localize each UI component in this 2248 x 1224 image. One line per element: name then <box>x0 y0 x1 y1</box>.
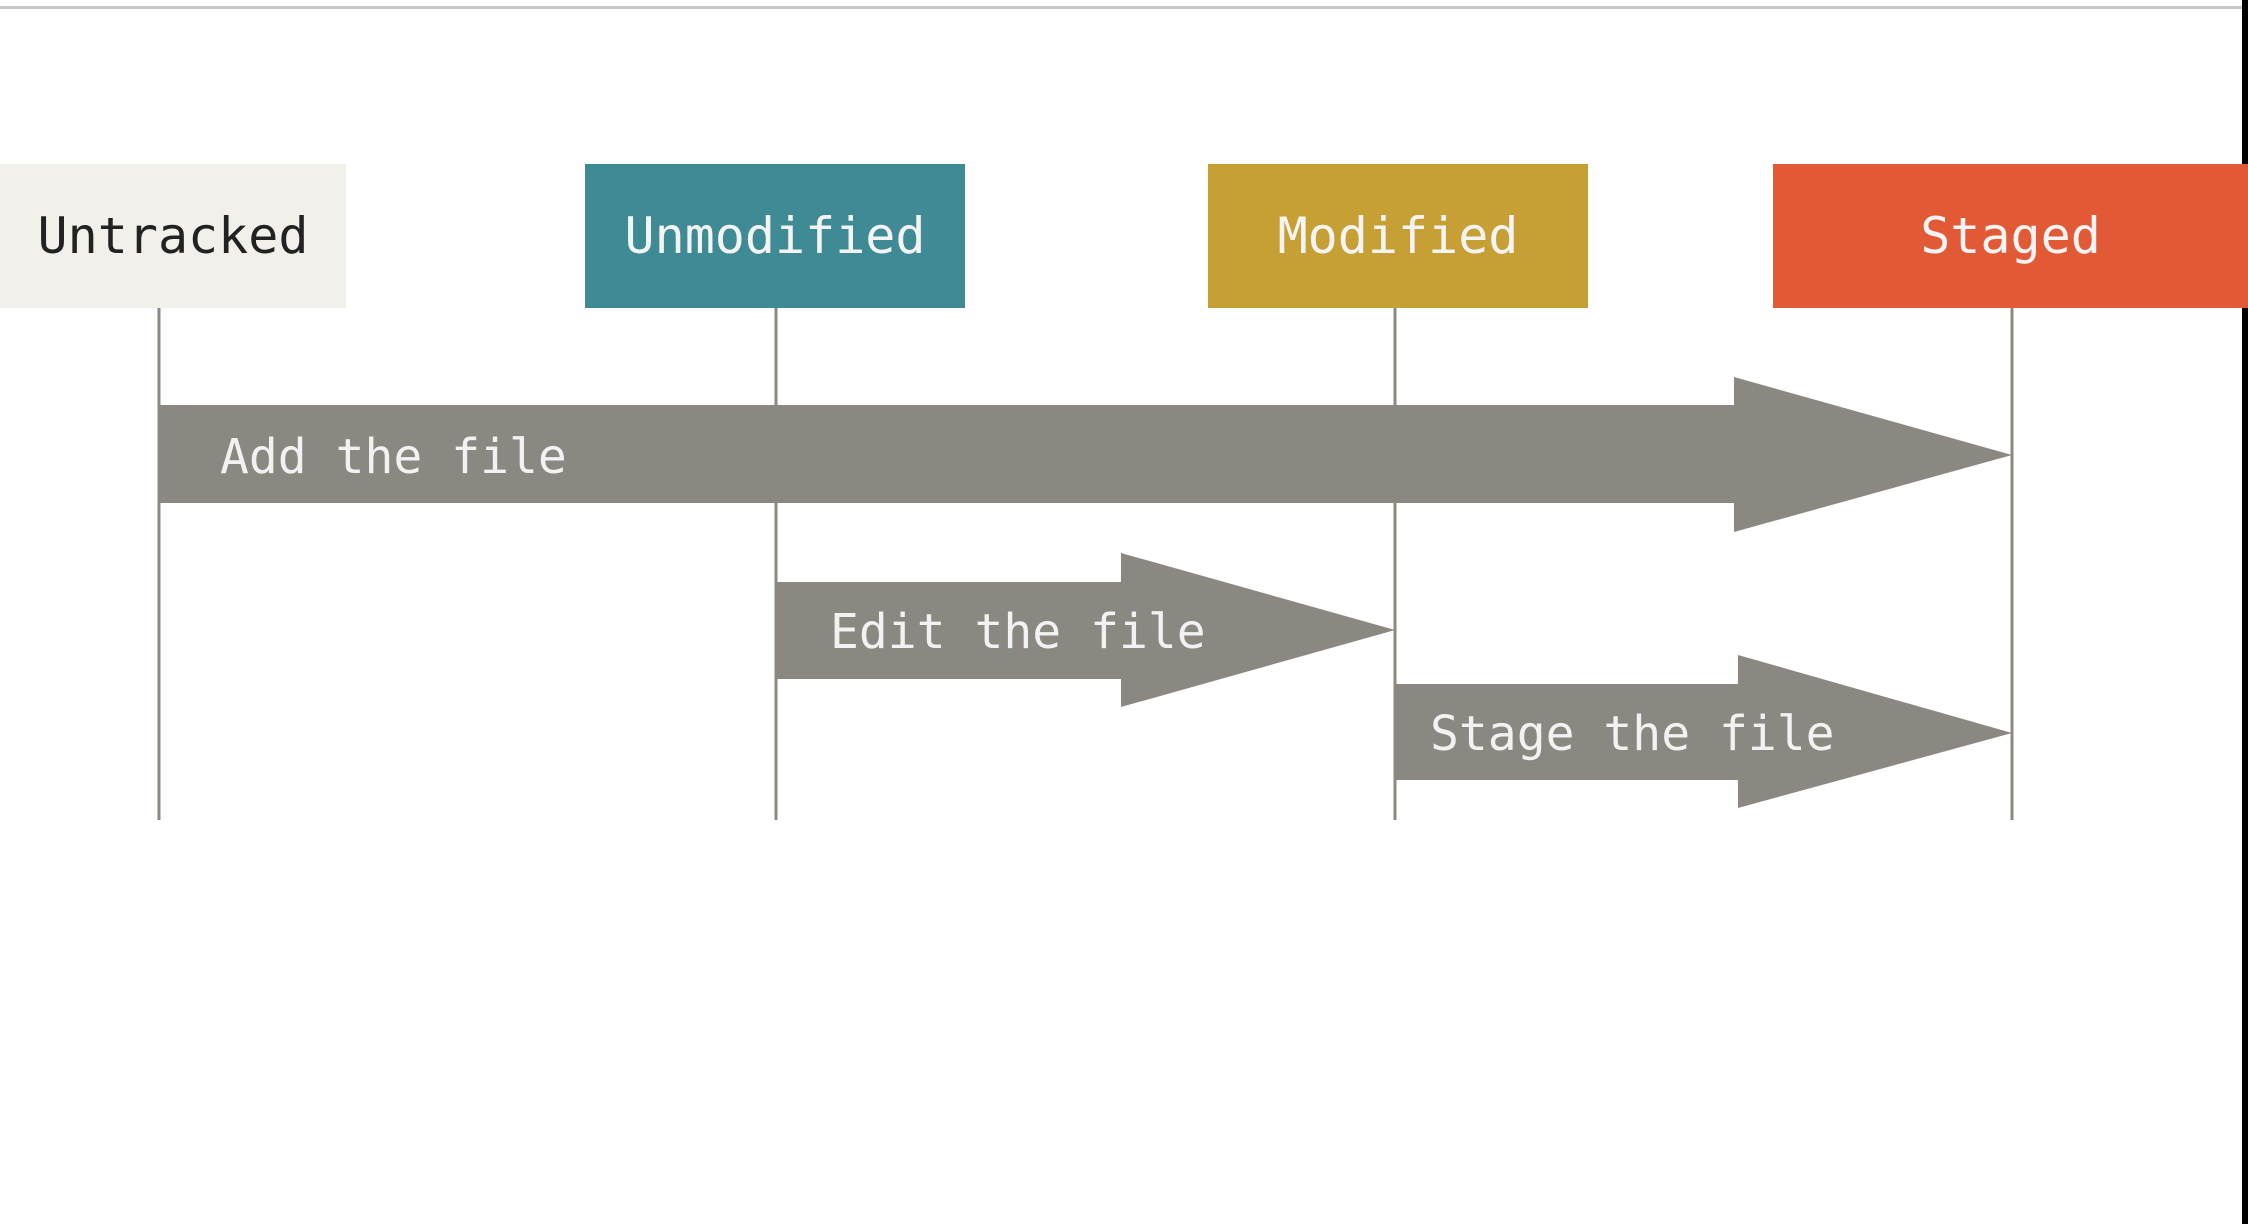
state-label-modified: Modified <box>1277 207 1519 265</box>
top-frame-rule <box>0 6 2248 9</box>
transition-edit-the-file: Edit the file <box>776 553 1395 707</box>
arrow-edit-the-file <box>776 553 1395 707</box>
state-staged: Staged <box>1773 164 2248 308</box>
transition-add-the-file: Add the file <box>159 377 2012 532</box>
transition-stage-the-file: Stage the file <box>1395 655 2012 808</box>
arrow-label-add-the-file: Add the file <box>220 429 567 485</box>
state-modified: Modified <box>1208 164 1588 308</box>
state-label-untracked: Untracked <box>37 207 309 265</box>
state-label-staged: Staged <box>1920 207 2101 265</box>
arrow-stage-the-file <box>1395 655 2012 808</box>
state-unmodified: Unmodified <box>585 164 965 308</box>
arrow-label-stage-the-file: Stage the file <box>1430 706 1835 762</box>
state-untracked: Untracked <box>0 164 346 308</box>
state-label-unmodified: Unmodified <box>624 207 926 265</box>
arrow-label-edit-the-file: Edit the file <box>830 604 1206 660</box>
right-frame-rule <box>2242 0 2248 1224</box>
arrow-add-the-file <box>159 377 2012 532</box>
